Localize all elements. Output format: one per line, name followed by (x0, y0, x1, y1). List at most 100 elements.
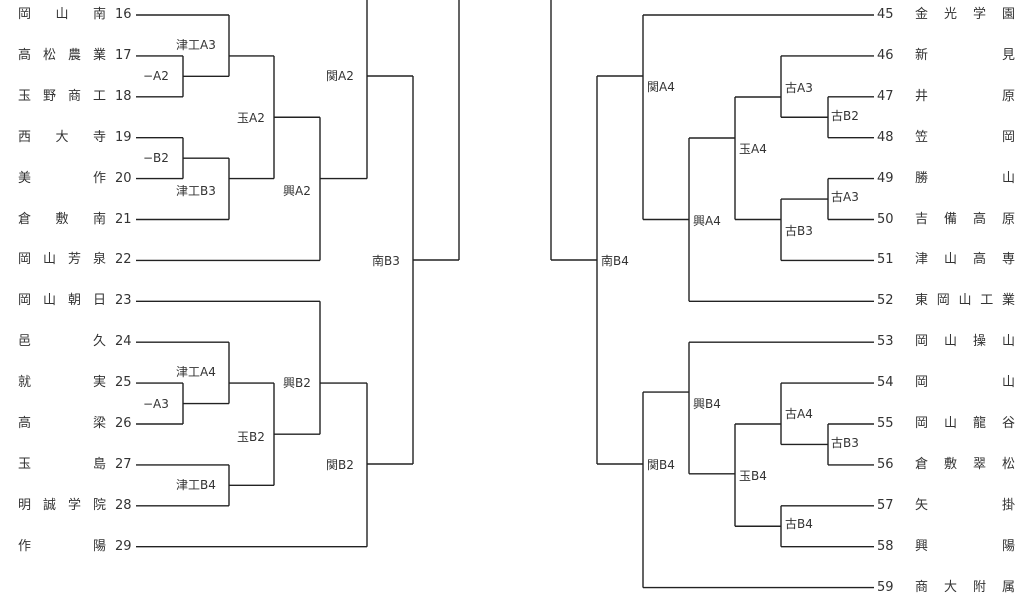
match-label-i: 津工A4 (176, 365, 216, 379)
team-number: 47 (877, 88, 894, 104)
team-number: 27 (115, 456, 132, 472)
team-name-char: 掛 (1001, 497, 1015, 513)
team-name-char: 倉 (18, 211, 32, 227)
team-name-char: 山 (958, 293, 972, 309)
team-name-char: 大 (55, 129, 69, 145)
team-name-char: 業 (1001, 293, 1015, 309)
team-number: 54 (877, 375, 894, 391)
team-name-char: 吉 (915, 211, 929, 227)
team-name: 作陽 (18, 539, 106, 555)
team-name: 就実 (18, 375, 106, 391)
team-name-char: 高 (18, 416, 32, 431)
team-name-char: 作 (18, 538, 32, 554)
team-number: 29 (115, 538, 132, 554)
team-number: 26 (115, 416, 132, 431)
team-name-char: 大 (943, 579, 957, 595)
team-name-char: 明 (18, 497, 32, 513)
team-name: 玉島 (18, 457, 106, 473)
match-label-n: 南B4 (601, 254, 629, 268)
team-number: 20 (115, 170, 132, 186)
team-name-char: 勝 (915, 170, 929, 186)
team-name-char: 西 (18, 129, 32, 145)
team-name-char: 南 (92, 7, 106, 22)
team-name-char: 泉 (92, 252, 106, 268)
team-name: 岡山南 (18, 7, 106, 23)
team-number: 46 (877, 47, 894, 63)
team-name-char: 就 (18, 375, 32, 391)
team-name-char: 新 (915, 47, 929, 63)
team-number: 24 (115, 334, 132, 350)
team-name-char: 専 (1001, 252, 1015, 268)
team-name-char: 陽 (92, 538, 106, 554)
team-name: 笠岡 (915, 130, 1015, 146)
team-number: 22 (115, 252, 132, 268)
team-name: 岡山操山 (915, 334, 1015, 350)
team-name-char: 邑 (18, 334, 32, 350)
team-name: 邑久 (18, 334, 106, 350)
team-name: 岡山朝日 (18, 293, 106, 309)
team-name: 勝山 (915, 171, 1015, 187)
team-name-char: 岡 (915, 334, 929, 350)
team-name: 美作 (18, 171, 106, 187)
team-name-char: 松 (1001, 456, 1015, 472)
team-name-char: 山 (1001, 334, 1015, 350)
team-name-char: 寺 (92, 129, 106, 145)
team-number: 19 (115, 129, 132, 145)
team-name-char: 興 (915, 538, 929, 554)
team-number: 52 (877, 293, 894, 309)
team-name-char: 敷 (943, 456, 957, 472)
team-name: 新見 (915, 48, 1015, 64)
team-name: 興陽 (915, 539, 1015, 555)
team-name: 東岡山工業 (915, 293, 1015, 309)
team-name-char: 金 (915, 7, 929, 22)
team-name-char: 山 (55, 7, 69, 22)
team-name-char: 矢 (915, 497, 929, 513)
team-name-char: 山 (1001, 375, 1015, 391)
match-label-i: 古A4 (785, 407, 813, 421)
team-number: 16 (115, 7, 132, 22)
match-label-b: 津工A3 (176, 38, 216, 52)
team-name-char: 玉 (18, 88, 32, 104)
team-name-char: 東 (915, 293, 929, 309)
team-name: 高松農業 (18, 48, 106, 64)
match-label-g: 関A4 (647, 80, 675, 94)
team-number: 55 (877, 416, 894, 431)
team-name-char: 山 (943, 416, 957, 431)
team-name-char: 龍 (972, 416, 986, 431)
team-name-char: 業 (92, 47, 106, 63)
team-name-char: 芳 (67, 252, 81, 268)
team-name-char: 高 (18, 47, 32, 63)
team-name-char: 笠 (915, 129, 929, 145)
team-name-char: 南 (92, 211, 106, 227)
team-name: 岡山芳泉 (18, 252, 106, 268)
team-name: 明誠学院 (18, 498, 106, 514)
team-name-char: 岡 (18, 7, 32, 22)
match-label-m: 関B4 (647, 458, 675, 472)
team-name-char: 工 (92, 88, 106, 104)
match-label-d: 津工B3 (176, 184, 216, 198)
match-label-c: −B2 (143, 151, 169, 165)
team-name-char: 岡 (1001, 129, 1015, 145)
team-number: 51 (877, 252, 894, 268)
team-number: 50 (877, 211, 894, 227)
team-number: 56 (877, 456, 894, 472)
team-name-char: 操 (972, 334, 986, 350)
team-name-char: 原 (1001, 88, 1015, 104)
team-name: 岡山龍谷 (915, 416, 1015, 432)
team-name-char: 農 (67, 47, 81, 63)
team-name-char: 岡 (915, 416, 929, 431)
team-name-char: 原 (1001, 211, 1015, 227)
team-name-char: 工 (980, 293, 994, 309)
match-label-a: 古B2 (831, 109, 859, 123)
team-name-char: 倉 (915, 456, 929, 472)
team-name-char: 実 (92, 375, 106, 391)
team-name-char: 見 (1001, 47, 1015, 63)
team-name: 吉備高原 (915, 212, 1015, 228)
match-label-j: 古B4 (785, 517, 813, 531)
team-name-char: 松 (42, 47, 56, 63)
match-label-b: 古A3 (785, 81, 813, 95)
team-name-char: 商 (67, 88, 81, 104)
match-label-e: 玉A2 (237, 111, 265, 125)
